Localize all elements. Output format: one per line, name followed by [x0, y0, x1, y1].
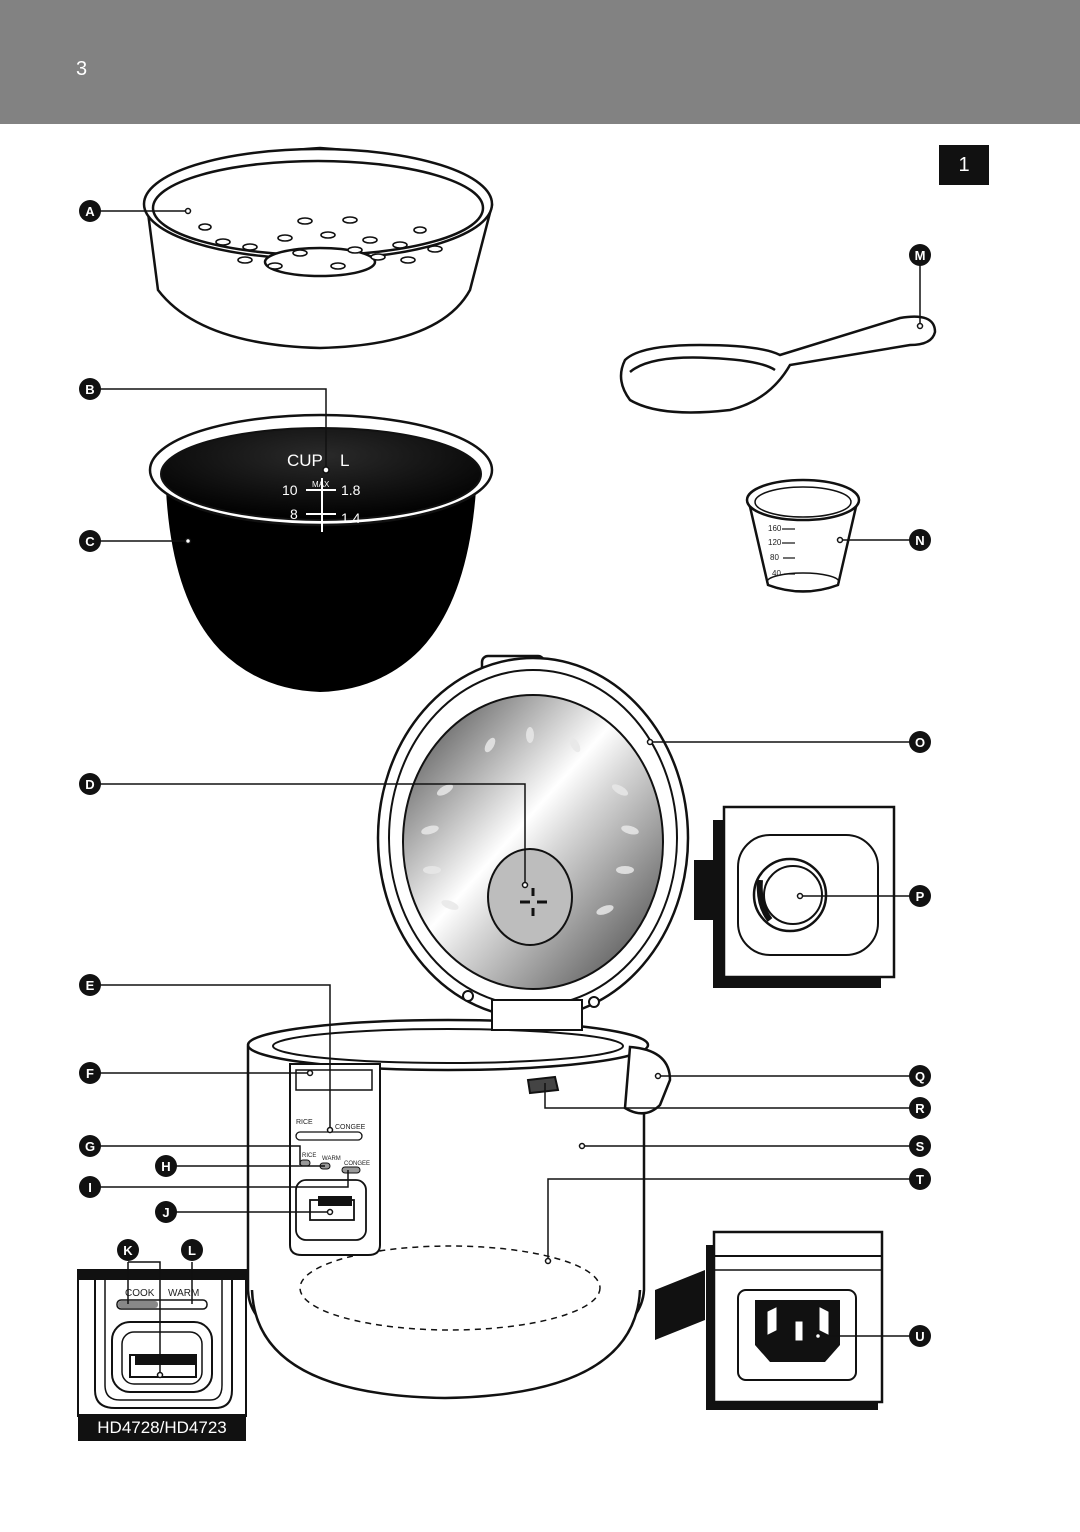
rice-spoon	[619, 315, 937, 414]
panel-rice-label: RICE	[296, 1119, 313, 1126]
panel-led-congee-label: CONGEE	[344, 1161, 370, 1167]
svg-text:D: D	[85, 777, 94, 792]
leader-lines	[100, 210, 921, 1375]
scale-cup-10: 10	[282, 482, 298, 498]
label-m: M	[909, 244, 931, 266]
cup-mark-160: 160	[768, 524, 782, 533]
label-e: E	[79, 974, 101, 996]
label-d: D	[79, 773, 101, 795]
label-i: I	[79, 1176, 101, 1198]
svg-text:A: A	[85, 204, 95, 219]
scale-liter-18: 1.8	[341, 482, 361, 498]
svg-text:G: G	[85, 1139, 95, 1154]
label-n: N	[909, 529, 931, 551]
svg-text:U: U	[915, 1329, 924, 1344]
svg-text:S: S	[916, 1139, 925, 1154]
page-number: 3	[76, 58, 88, 80]
label-u: U	[909, 1325, 931, 1347]
label-l: L	[181, 1239, 203, 1261]
label-f: F	[79, 1062, 101, 1084]
svg-text:E: E	[86, 978, 95, 993]
svg-text:C: C	[85, 534, 95, 549]
svg-text:L: L	[188, 1243, 196, 1258]
label-j: J	[155, 1201, 177, 1223]
svg-text:T: T	[916, 1172, 924, 1187]
label-a: A	[79, 200, 101, 222]
inset-warm-label: WARM	[168, 1288, 199, 1299]
scale-cup-label: CUP	[287, 451, 323, 470]
svg-text:H: H	[161, 1159, 170, 1174]
model-label: HD4728/HD4723	[78, 1414, 246, 1441]
label-g: G	[79, 1135, 101, 1157]
cup-mark-80: 80	[770, 553, 779, 562]
label-b: B	[79, 378, 101, 400]
alt-control-panel-inset: COOK WARM	[77, 1269, 247, 1417]
scale-liter-14: 1.4	[341, 510, 361, 526]
label-o: O	[909, 731, 931, 753]
cup-mark-120: 120	[768, 538, 782, 547]
svg-text:J: J	[162, 1205, 169, 1220]
svg-text:R: R	[915, 1101, 925, 1116]
svg-text:K: K	[123, 1243, 133, 1258]
control-panel: RICE CONGEE RICE WARM CONGEE	[289, 1063, 381, 1256]
svg-text:I: I	[88, 1180, 92, 1195]
scale-liter-label: L	[340, 451, 349, 470]
panel-led-warm-label: WARM	[322, 1156, 341, 1162]
power-socket-inset	[655, 1230, 884, 1410]
svg-text:P: P	[916, 889, 925, 904]
page-header: 3	[0, 0, 1080, 124]
label-k: K	[117, 1239, 139, 1261]
label-q: Q	[909, 1065, 931, 1087]
label-h: H	[155, 1155, 177, 1177]
outer-lid	[376, 654, 690, 1020]
inset-cook-label: COOK	[125, 1288, 155, 1299]
label-p: P	[909, 885, 931, 907]
label-s: S	[909, 1135, 931, 1157]
label-c: C	[79, 530, 101, 552]
cup-mark-40: 40	[772, 569, 781, 578]
panel-led-rice-label: RICE	[302, 1153, 316, 1159]
inner-pot: CUP L 10 8 MAX 1.8 1.4	[148, 413, 494, 692]
leader-dots	[156, 207, 924, 1379]
measuring-cup: 160 120 80 40	[745, 478, 861, 593]
label-t: T	[909, 1168, 931, 1190]
figure-number: 1	[939, 145, 989, 185]
svg-text:N: N	[915, 533, 924, 548]
label-r: R	[909, 1097, 931, 1119]
svg-text:M: M	[915, 248, 926, 263]
steam-basket	[142, 146, 494, 350]
svg-text:Q: Q	[915, 1069, 925, 1084]
svg-text:O: O	[915, 735, 925, 750]
svg-text:F: F	[86, 1066, 94, 1081]
steam-vent-inset	[694, 805, 896, 988]
scale-cup-8: 8	[290, 506, 298, 522]
panel-congee-label: CONGEE	[335, 1124, 366, 1131]
svg-text:B: B	[85, 382, 94, 397]
